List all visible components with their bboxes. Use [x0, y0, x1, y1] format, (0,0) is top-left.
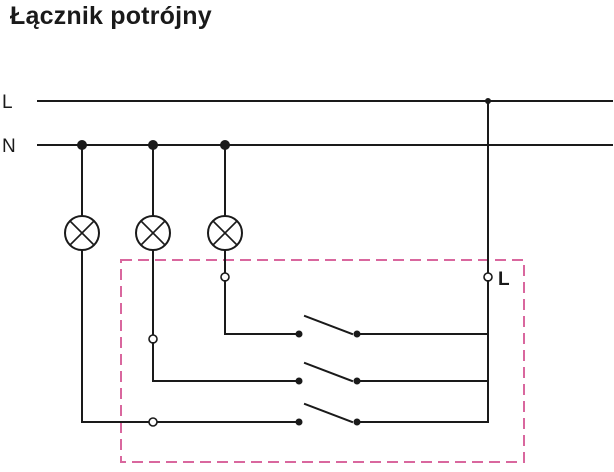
switch-contact-icon — [295, 402, 361, 426]
terminal-circle — [483, 272, 493, 282]
box-terminal-label: L — [498, 269, 510, 290]
phase-line-label: L — [2, 92, 13, 113]
switch-contact-icon — [295, 314, 361, 338]
lamp-1-switch-wire — [81, 249, 149, 423]
terminal-circle — [148, 334, 158, 344]
switch-box — [120, 259, 525, 463]
lamp-3-switch-wire — [224, 280, 300, 335]
lamp-2-switch-wire — [152, 342, 300, 382]
lamp-icon — [135, 215, 171, 251]
neutral-line-label: N — [2, 136, 16, 157]
lamp-icon — [207, 215, 243, 251]
lamp-icon — [64, 215, 100, 251]
switch-contact-icon — [295, 361, 361, 385]
terminal-circle — [148, 417, 158, 427]
terminal-circle — [220, 272, 230, 282]
diagram-title: Łącznik potrójny — [10, 2, 212, 30]
